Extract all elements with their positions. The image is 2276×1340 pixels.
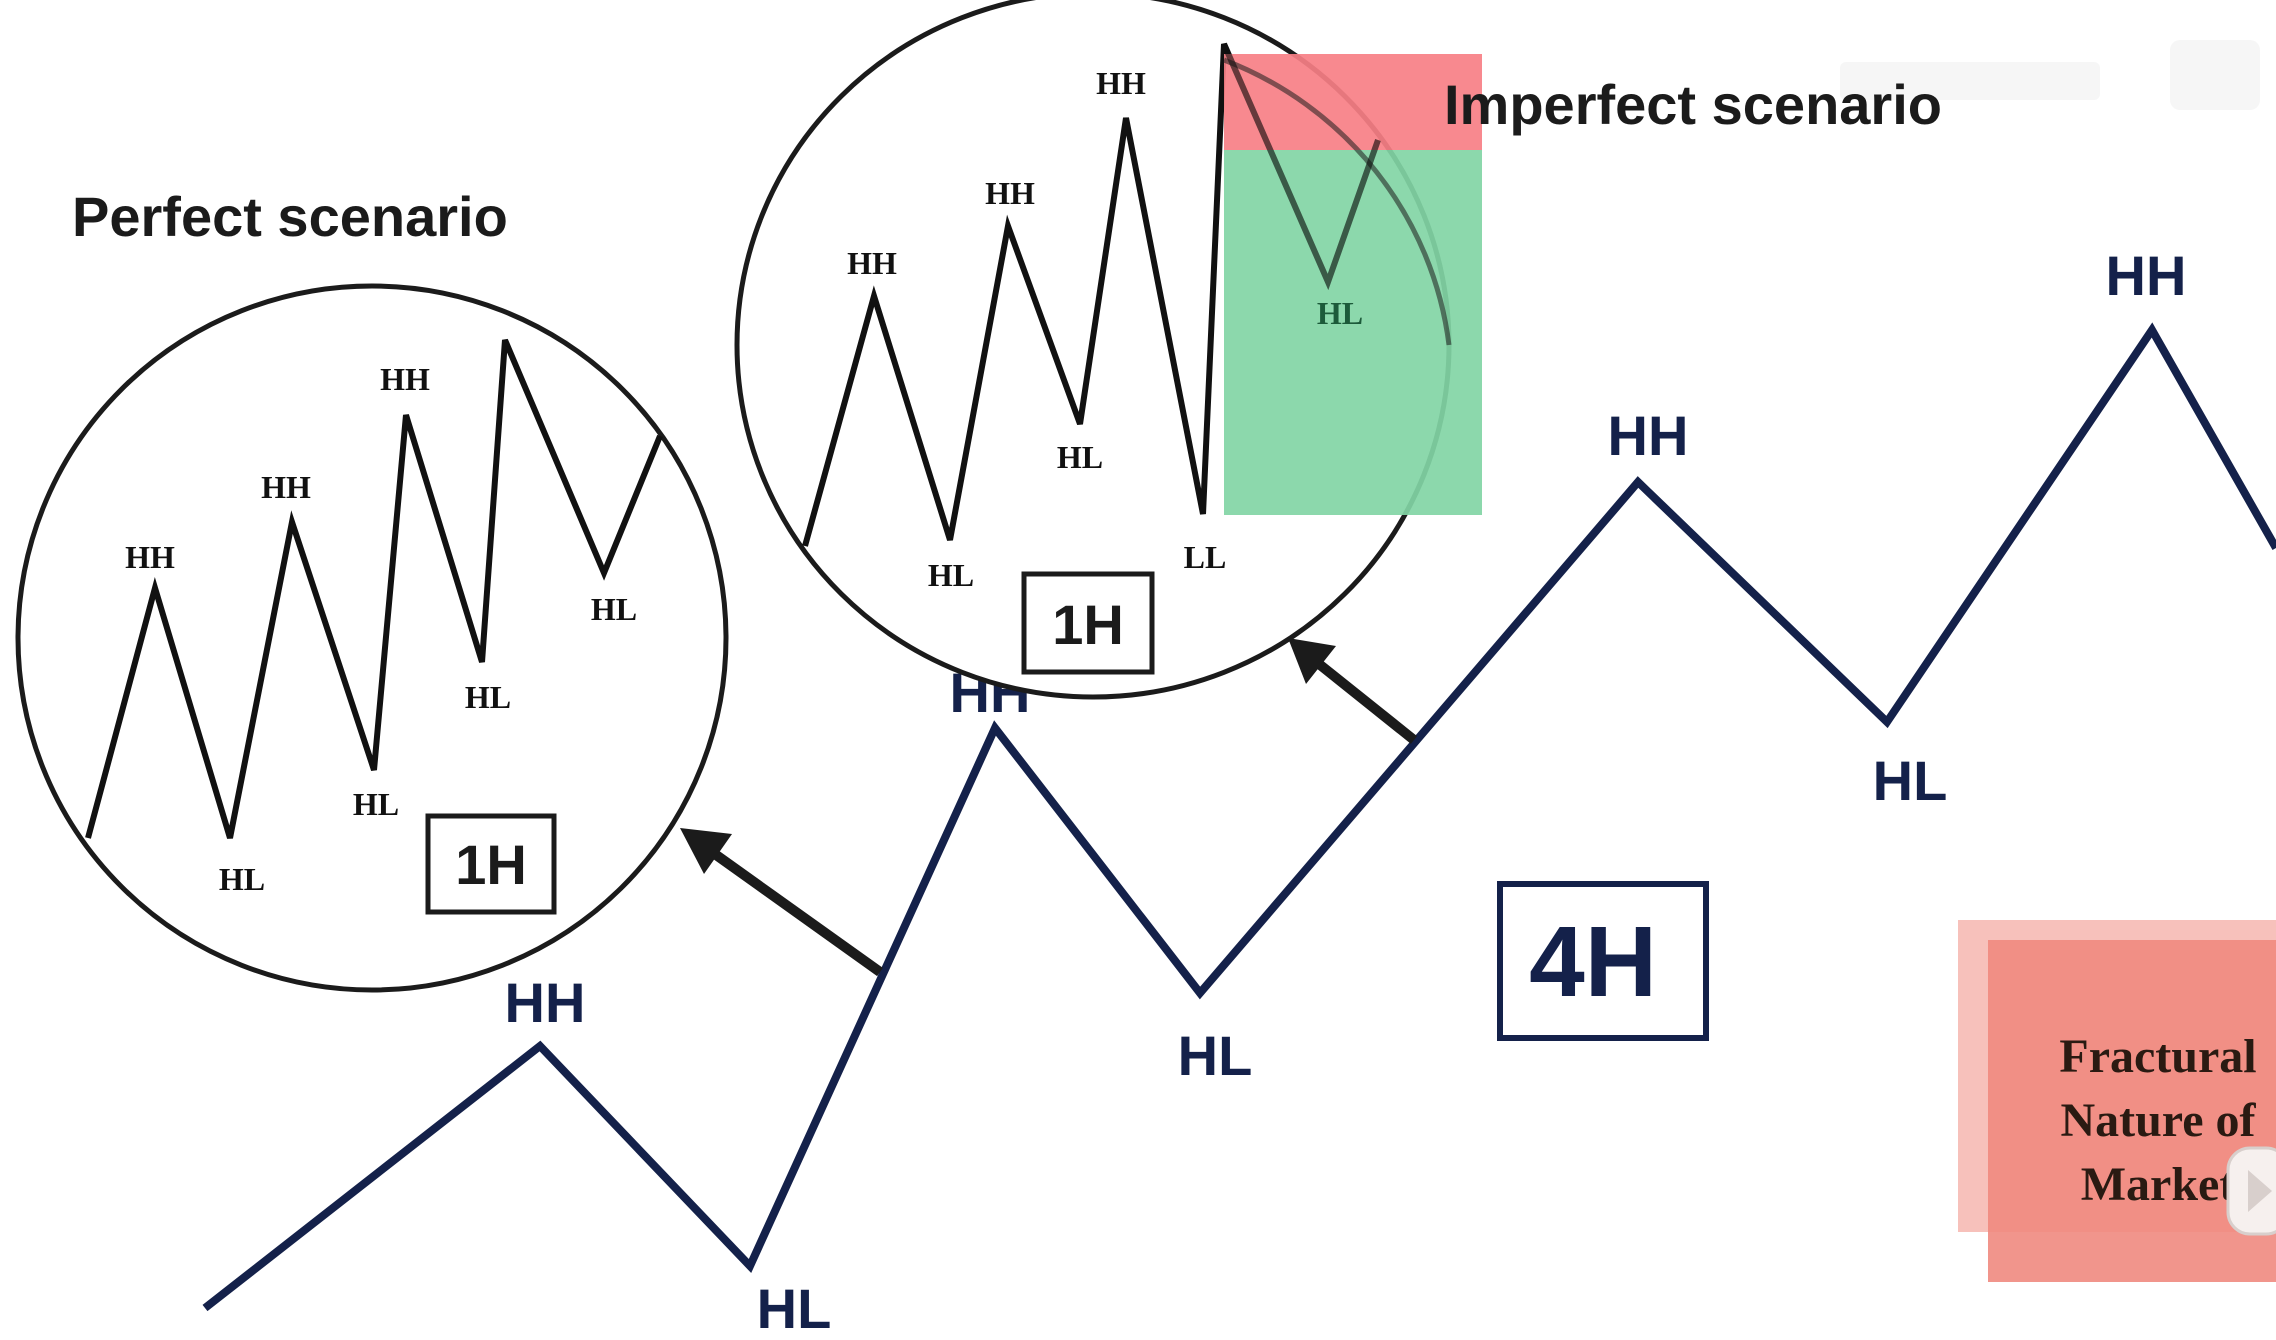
- play-icon[interactable]: [2226, 1146, 2276, 1236]
- perfect-label-hl-2: HL: [353, 786, 399, 822]
- perfect-label-hh-2: HH: [261, 469, 311, 505]
- imperfect-label-hl-green: HL: [1317, 295, 1363, 331]
- main-timeframe-badge: 4H: [1497, 881, 1709, 1041]
- watermark: [1840, 40, 2260, 110]
- arrow-icon: [680, 828, 883, 977]
- note-line-3: Market: [2081, 1158, 2236, 1211]
- perfect-timeframe-label: 1H: [455, 833, 527, 896]
- main-trend-line: [202, 322, 2276, 1312]
- imperfect-label-hl-2: HL: [1057, 439, 1103, 475]
- perfect-timeframe-badge: 1H: [425, 813, 557, 915]
- note-line-1: Fractural: [2059, 1030, 2256, 1083]
- perfect-label-hl-1: HL: [219, 861, 265, 897]
- imperfect-label-hh-2: HH: [985, 175, 1035, 211]
- perfect-label-hl-4: HL: [591, 591, 637, 627]
- main-label-hh-4: HH: [2106, 244, 2187, 307]
- perfect-scenario-circle: [15, 283, 729, 993]
- main-label-hl-2: HL: [1178, 1024, 1253, 1087]
- perfect-scenario-line: [85, 338, 663, 839]
- perfect-label-hh-3: HH: [380, 361, 430, 397]
- arrow-icon: [1288, 638, 1418, 744]
- red-zone: [1224, 54, 1482, 150]
- perfect-label-hh-1: HH: [125, 539, 175, 575]
- imperfect-label-ll: LL: [1184, 539, 1227, 575]
- imperfect-label-hh-3: HH: [1096, 65, 1146, 101]
- imperfect-label-hh-1: HH: [847, 245, 897, 281]
- main-label-hh-1: HH: [505, 971, 586, 1034]
- imperfect-timeframe-badge: 1H: [1021, 571, 1155, 675]
- imperfect-label-hl-1: HL: [928, 557, 974, 593]
- perfect-scenario-title: Perfect scenario: [72, 185, 508, 248]
- fractal-note-card: Fractural Nature of Market: [1958, 920, 2276, 1282]
- imperfect-timeframe-label: 1H: [1052, 593, 1124, 656]
- main-label-hh-3: HH: [1608, 404, 1689, 467]
- perfect-label-hl-3: HL: [465, 679, 511, 715]
- main-label-hl-1: HL: [757, 1277, 832, 1340]
- imperfect-scenario-title: Imperfect scenario: [1444, 73, 1942, 136]
- note-line-2: Nature of: [2060, 1094, 2256, 1147]
- main-timeframe-label: 4H: [1529, 906, 1657, 1018]
- main-label-hl-3: HL: [1873, 749, 1948, 812]
